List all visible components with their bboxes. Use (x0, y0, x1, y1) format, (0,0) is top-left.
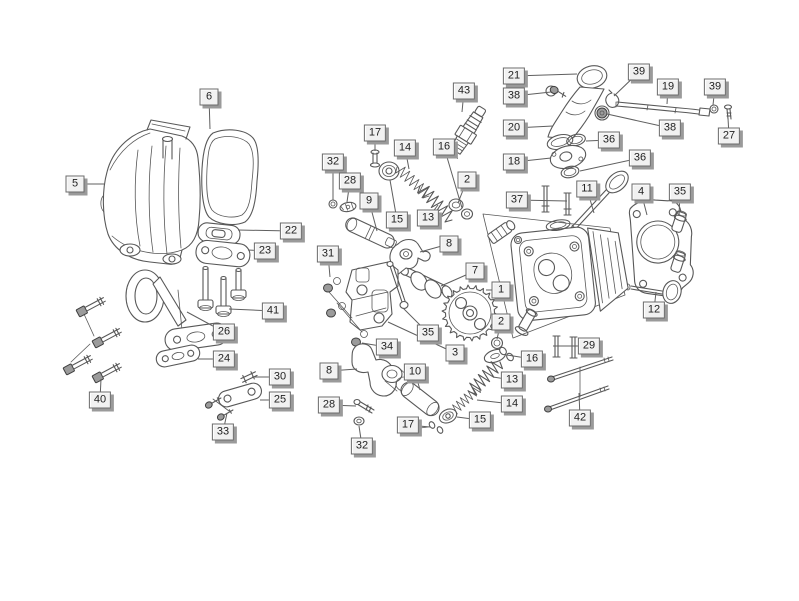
part-rocker-shaft-10 (400, 381, 440, 417)
callout-10-48[interactable]: 10 (403, 363, 427, 381)
part-intake-manifold (545, 65, 610, 151)
callout-13-20[interactable]: 13 (416, 209, 440, 227)
part-valve-set-top (328, 149, 474, 223)
callout-12-38[interactable]: 12 (642, 301, 666, 319)
part-camshaft (399, 264, 499, 342)
callout-22-2[interactable]: 22 (279, 222, 303, 240)
part-manifold-seals (549, 133, 587, 179)
callout-39-27[interactable]: 39 (627, 63, 651, 81)
callout-36-25[interactable]: 36 (597, 131, 621, 149)
callout-42-55[interactable]: 42 (568, 409, 592, 427)
callout-3-44[interactable]: 3 (445, 344, 465, 362)
callout-26-5[interactable]: 26 (212, 323, 236, 341)
callout-16-16[interactable]: 16 (432, 138, 456, 156)
callout-38-30[interactable]: 38 (658, 119, 682, 137)
part-breather-plate (197, 222, 241, 245)
callout-35-42[interactable]: 35 (416, 324, 440, 342)
part-rocker-shaft-9 (345, 217, 397, 249)
part-cam-holder (323, 260, 409, 347)
callout-8-47[interactable]: 8 (319, 362, 339, 380)
part-intake-valve (625, 280, 682, 304)
callout-32-50[interactable]: 32 (350, 437, 374, 455)
callout-28-49[interactable]: 28 (317, 396, 341, 414)
callout-5-0[interactable]: 5 (65, 175, 85, 193)
callout-31-39[interactable]: 31 (316, 245, 340, 263)
callout-23-3[interactable]: 23 (253, 242, 277, 260)
callout-37-32[interactable]: 37 (505, 191, 529, 209)
callout-15-52[interactable]: 15 (468, 411, 492, 429)
callout-17-12[interactable]: 17 (363, 124, 387, 142)
callout-6-1[interactable]: 6 (199, 88, 219, 106)
callout-20-23[interactable]: 20 (502, 119, 526, 137)
callout-32-13[interactable]: 32 (321, 153, 345, 171)
callout-28-14[interactable]: 28 (338, 172, 362, 190)
callout-41-4[interactable]: 41 (261, 302, 285, 320)
callout-16-45[interactable]: 16 (520, 350, 544, 368)
callout-14-15[interactable]: 14 (393, 139, 417, 157)
part-cylinder-head (510, 219, 629, 322)
callout-18-24[interactable]: 18 (502, 153, 526, 171)
callout-9-18[interactable]: 9 (359, 192, 379, 210)
callout-11-33[interactable]: 11 (576, 180, 598, 198)
part-breather-cover (195, 239, 251, 268)
leader-line-16-16 (443, 146, 463, 209)
part-studs-42 (544, 356, 614, 413)
callout-27-31[interactable]: 27 (717, 127, 741, 145)
callout-38-22[interactable]: 38 (502, 87, 526, 105)
part-bolt-cluster (62, 296, 122, 384)
callout-29-46[interactable]: 29 (577, 337, 601, 355)
callout-2-17[interactable]: 2 (457, 171, 477, 189)
part-valve-set-bottom (419, 361, 504, 434)
part-small-mount (204, 371, 263, 421)
part-stay-gasket (155, 344, 201, 368)
callout-4-34[interactable]: 4 (631, 183, 651, 201)
part-exhaust-valve (566, 170, 629, 236)
part-head-studs-short (541, 185, 572, 216)
part-head-plug-boss (487, 220, 538, 336)
callout-15-19[interactable]: 15 (385, 211, 409, 229)
callout-39-29[interactable]: 39 (703, 78, 727, 96)
callout-30-7[interactable]: 30 (268, 368, 292, 386)
callout-14-53[interactable]: 14 (500, 395, 524, 413)
callout-43-11[interactable]: 43 (452, 82, 476, 100)
part-valve-guides (670, 210, 687, 273)
part-cover-gasket (201, 129, 259, 226)
callout-24-6[interactable]: 24 (212, 350, 236, 368)
callout-25-8[interactable]: 25 (268, 391, 292, 409)
callout-35-35[interactable]: 35 (668, 183, 692, 201)
callout-17-51[interactable]: 17 (396, 416, 420, 434)
part-cylinder-head-cover (100, 119, 201, 265)
callout-7-41[interactable]: 7 (465, 262, 485, 280)
callout-36-26[interactable]: 36 (628, 149, 652, 167)
callout-40-10[interactable]: 40 (88, 391, 112, 409)
part-cover-bolts (197, 265, 247, 317)
callout-1-36[interactable]: 1 (491, 281, 511, 299)
callout-21-21[interactable]: 21 (502, 67, 526, 85)
callout-2-37[interactable]: 2 (491, 313, 511, 331)
part-lower-seat-group (483, 336, 514, 364)
callout-34-43[interactable]: 34 (375, 338, 399, 356)
part-stay-pipe (125, 269, 229, 352)
part-breather-hose (605, 89, 733, 120)
callout-8-40[interactable]: 8 (439, 235, 459, 253)
callout-33-9[interactable]: 33 (211, 423, 235, 441)
callout-13-54[interactable]: 13 (500, 371, 524, 389)
part-adjuster-28 (353, 398, 375, 426)
callout-19-28[interactable]: 19 (656, 78, 680, 96)
